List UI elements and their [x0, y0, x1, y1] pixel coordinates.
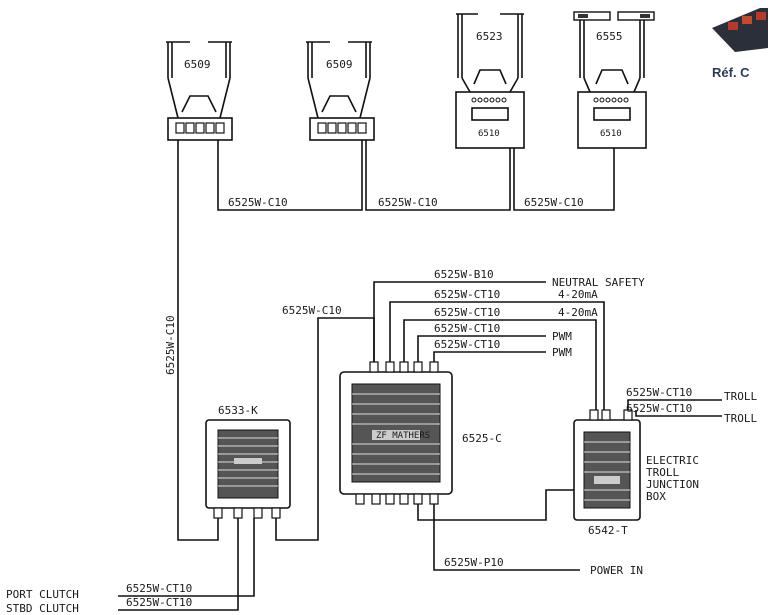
- cable-troll-a: 6525W-CT10: [626, 386, 692, 399]
- signal-analog-a: 4-20mA: [558, 288, 598, 301]
- cable-power: 6525W-P10: [444, 556, 504, 569]
- joystick-2-label: 6509: [326, 58, 353, 71]
- joystick-control-6509-a: 6509: [166, 41, 233, 141]
- clutch-interface-6533-k: 6533-K: [205, 404, 291, 519]
- vertical-cable: 6525W-C10: [164, 140, 219, 541]
- signal-stbd-clutch: STBD CLUTCH: [6, 602, 79, 615]
- signal-pwm-a: PWM: [552, 330, 572, 343]
- cable-link-3: 6525W-C10: [524, 196, 584, 209]
- joystick-control-6523: 6523 6510: [455, 13, 525, 149]
- cable-link-2: 6525W-C10: [378, 196, 438, 209]
- cable-ct10-b: 6525W-CT10: [434, 306, 500, 319]
- clutch-interface-label: 6533-K: [218, 404, 258, 417]
- joystick-control-6509-b: 6509: [306, 41, 375, 141]
- controller-bottom-cables: 6525W-P10 POWER IN: [417, 489, 643, 577]
- cable-ct10-a: 6525W-CT10: [434, 288, 500, 301]
- cable-vertical: 6525W-C10: [164, 315, 177, 375]
- signal-cables: 6525W-B10 NEUTRAL SAFETY 6525W-CT10 4-20…: [373, 268, 645, 410]
- joystick-1-label: 6509: [184, 58, 211, 71]
- cable-controller-in: 6525W-C10: [282, 304, 342, 317]
- troll-box-desc-1: ELECTRIC: [646, 454, 699, 467]
- corner-ref-text: Réf. C: [712, 65, 750, 80]
- top-row-links: 6525W-C10 6525W-C10 6525W-C10: [217, 140, 615, 211]
- joystick-4-label: 6555: [596, 30, 623, 43]
- product-thumbnail: Réf. C: [712, 8, 768, 80]
- signal-pwm-b: PWM: [552, 346, 572, 359]
- cable-port: 6525W-CT10: [126, 582, 192, 595]
- cable-b10: 6525W-B10: [434, 268, 494, 281]
- signal-neutral: NEUTRAL SAFETY: [552, 276, 645, 289]
- cable-ct10-c: 6525W-CT10: [434, 322, 500, 335]
- signal-power-in: POWER IN: [590, 564, 643, 577]
- joystick-4-base-label: 6510: [600, 129, 622, 139]
- main-controller-label: 6525-C: [462, 432, 502, 445]
- cable-link-1: 6525W-C10: [228, 196, 288, 209]
- controller-nameplate: ZF MATHERS: [376, 431, 430, 441]
- cable-stbd: 6525W-CT10: [126, 596, 192, 609]
- troll-junction-box-6542-t: 6542-T ELECTRIC TROLL JUNCTION BOX: [573, 409, 699, 537]
- troll-box-desc-4: BOX: [646, 490, 666, 503]
- troll-box-desc-3: JUNCTION: [646, 478, 699, 491]
- signal-troll-b: TROLL: [724, 412, 757, 425]
- joystick-3-base-label: 6510: [478, 129, 500, 139]
- troll-box-desc-2: TROLL: [646, 466, 679, 479]
- joystick-control-6555: 6555 6510: [573, 11, 655, 149]
- clutch-cables: PORT CLUTCH STBD CLUTCH 6525W-CT10 6525W…: [6, 518, 255, 615]
- signal-analog-b: 4-20mA: [558, 306, 598, 319]
- joystick-3-label: 6523: [476, 30, 503, 43]
- signal-port-clutch: PORT CLUTCH: [6, 588, 79, 601]
- troll-cables: 6525W-CT10 TROLL 6525W-CT10 TROLL: [626, 386, 757, 425]
- signal-troll-a: TROLL: [724, 390, 757, 403]
- main-controller-6525-c: ZF MATHERS 6525-C: [339, 361, 502, 505]
- cable-troll-b: 6525W-CT10: [626, 402, 692, 415]
- troll-box-label: 6542-T: [588, 524, 628, 537]
- cable-ct10-d: 6525W-CT10: [434, 338, 500, 351]
